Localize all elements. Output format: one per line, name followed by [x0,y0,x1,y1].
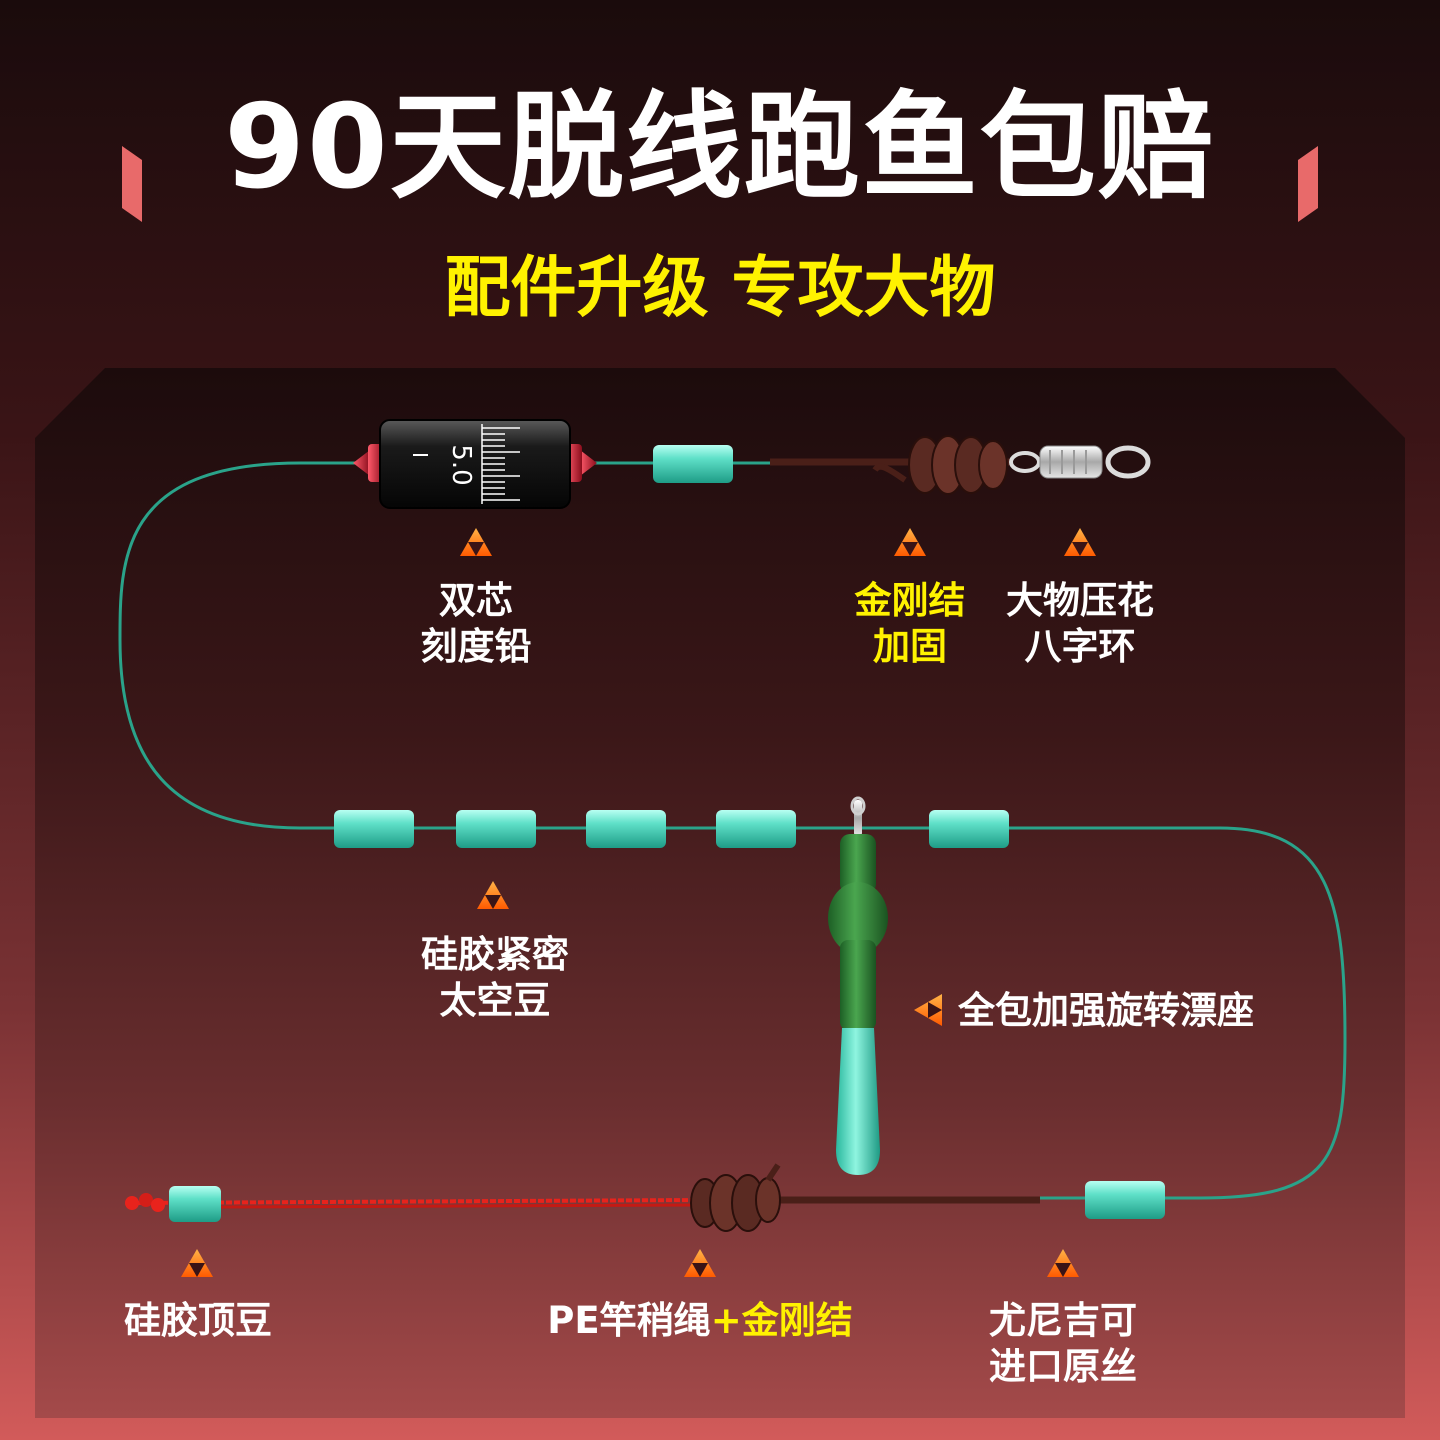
label-line: 加固 [873,625,947,668]
label-line: 金刚结 [854,579,966,622]
marker-triangle-icon [894,528,926,556]
label-top-bean: 硅胶顶豆 [124,1299,272,1342]
silicone-bead [716,810,796,848]
pe-rod-tip-rope-lower [219,1203,701,1209]
swivel-ring [1009,445,1151,479]
lower-line-bead [1085,1181,1165,1219]
label-dual-core-sinker: 双芯 刻度铅 [376,578,576,670]
page-subtitle: 配件升级 专攻大物 [444,249,996,326]
label-fishing-line: 尤尼吉可 进口原丝 [968,1298,1158,1390]
marker-triangle-icon [914,994,942,1026]
scale-sinker: 5.0 [353,419,597,509]
label-line: 进口原丝 [989,1345,1137,1388]
sinker-scale-ticks [481,424,520,504]
label-knot-reinforce: 金刚结 加固 [820,578,1000,670]
label-line: 大物压花 [1006,579,1154,622]
label-part-highlight: +金刚结 [710,1299,853,1342]
marker-group [181,528,1096,1277]
silicone-bead-row [334,810,1009,848]
label-line: 硅胶紧密 [421,933,569,976]
float-seat [828,796,888,1175]
pe-rod-tip-rope [129,1198,701,1205]
left-bracket-accent [122,146,142,222]
label-swivel: 大物压花 八字环 [990,578,1170,670]
label-line: 双芯 [439,579,513,622]
lower-diamond-knot [690,1163,781,1232]
silicone-bead [456,810,536,848]
rope-end-tassel [125,1193,165,1212]
diagram-panel [35,368,1405,1418]
label-line: 八字环 [1024,625,1136,668]
marker-triangle-icon [477,881,509,909]
silicone-bead [929,810,1009,848]
label-line: 尤尼吉可 [989,1299,1137,1342]
page-title: 90天脱线跑鱼包赔 [224,80,1216,215]
right-bracket-accent [1298,146,1318,222]
main-fishing-line [118,461,1347,1200]
silicone-bead [334,810,414,848]
label-line: 刻度铅 [420,625,532,668]
marker-triangle-icon [684,1249,716,1277]
marker-triangle-icon [1064,528,1096,556]
label-pe-rope: PE竿稍绳+金刚结 [520,1298,880,1344]
sinker-marking: 5.0 [446,444,476,485]
silicone-bead [586,810,666,848]
label-part: PE竿稍绳 [547,1299,711,1342]
upper-bead [653,445,733,483]
label-silicone-beads: 硅胶紧密 太空豆 [395,932,595,1024]
label-float-seat: 全包加强旋转漂座 [958,989,1254,1032]
label-line: 太空豆 [439,979,551,1022]
upper-diamond-knot [872,435,1008,495]
silicone-top-bean [169,1186,221,1222]
marker-triangle-icon [460,528,492,556]
marker-triangle-icon [1047,1249,1079,1277]
marker-triangle-icon [181,1249,213,1277]
